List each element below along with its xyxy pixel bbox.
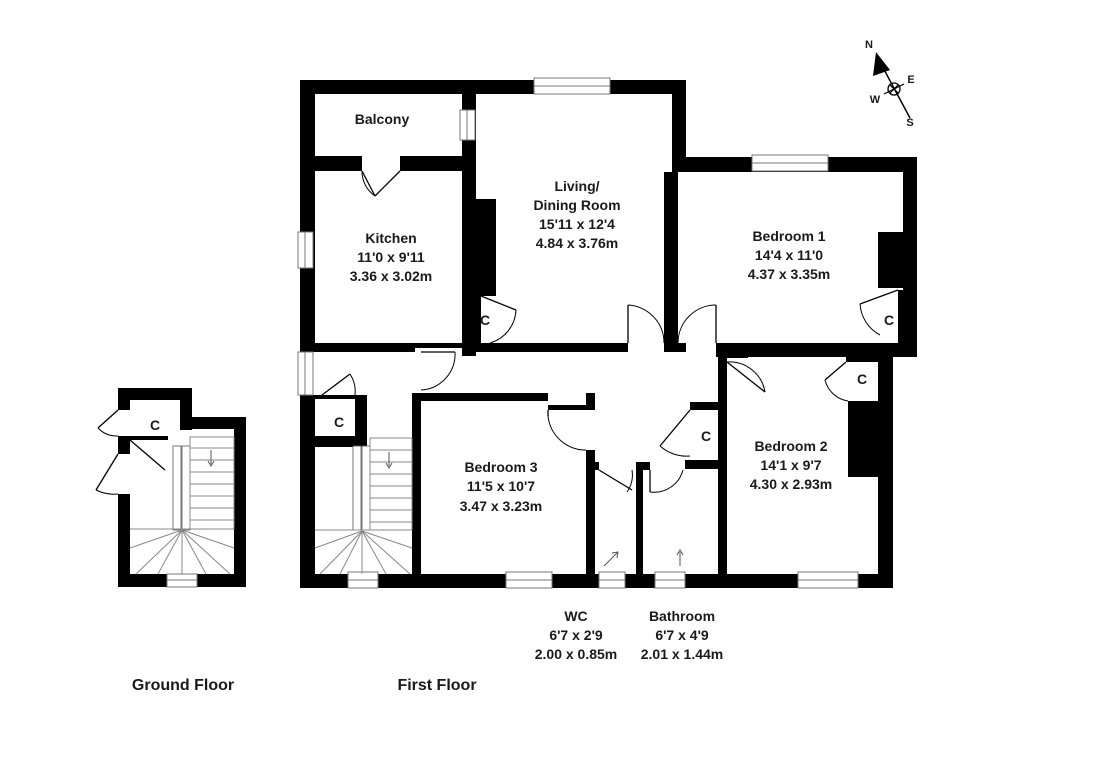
bathroom-label: Bathroom [649, 608, 715, 624]
wc-metric: 2.00 x 0.85m [535, 646, 618, 662]
cupboard-label: C [884, 312, 894, 328]
wc-label: WC [564, 608, 587, 624]
balcony-label: Balcony [355, 111, 410, 127]
kitchen-label: Kitchen [365, 230, 416, 246]
cupboard-label: C [334, 414, 344, 430]
bedroom1-metric: 4.37 x 3.35m [748, 266, 831, 282]
bedroom3-label: Bedroom 3 [464, 459, 537, 475]
cupboard-label: C [480, 312, 490, 328]
kitchen-metric: 3.36 x 3.02m [350, 268, 433, 284]
cupboard-label: C [150, 417, 160, 433]
bedroom2-label: Bedroom 2 [754, 438, 827, 454]
cupboard-label: C [857, 371, 867, 387]
compass-west: W [870, 94, 881, 106]
first-floor-plan [297, 77, 917, 589]
bedroom2-metric: 4.30 x 2.93m [750, 476, 833, 492]
kitchen-imperial: 11'0 x 9'11 [357, 249, 425, 265]
bedroom1-label: Bedroom 1 [752, 228, 825, 244]
compass-north: N [865, 39, 873, 51]
bedroom3-imperial: 11'5 x 10'7 [467, 478, 535, 494]
bedroom2-imperial: 14'1 x 9'7 [760, 457, 821, 473]
compass-icon: N E S W [865, 39, 915, 129]
bedroom1-imperial: 14'4 x 11'0 [755, 247, 823, 263]
living-metric: 4.84 x 3.76m [536, 235, 619, 251]
living-label-line1: Living/ [554, 178, 599, 194]
compass-south: S [906, 117, 913, 129]
ground-floor-plan [95, 388, 246, 588]
first-floor-label: First Floor [397, 677, 476, 694]
ground-floor-label: Ground Floor [132, 677, 234, 694]
cupboard-label: C [701, 428, 711, 444]
bathroom-imperial: 6'7 x 4'9 [655, 627, 709, 643]
bedroom3-metric: 3.47 x 3.23m [460, 498, 543, 514]
wc-imperial: 6'7 x 2'9 [549, 627, 603, 643]
living-label-line2: Dining Room [533, 197, 620, 213]
compass-east: E [907, 74, 914, 86]
living-imperial: 15'11 x 12'4 [539, 216, 615, 232]
bathroom-metric: 2.01 x 1.44m [641, 646, 724, 662]
